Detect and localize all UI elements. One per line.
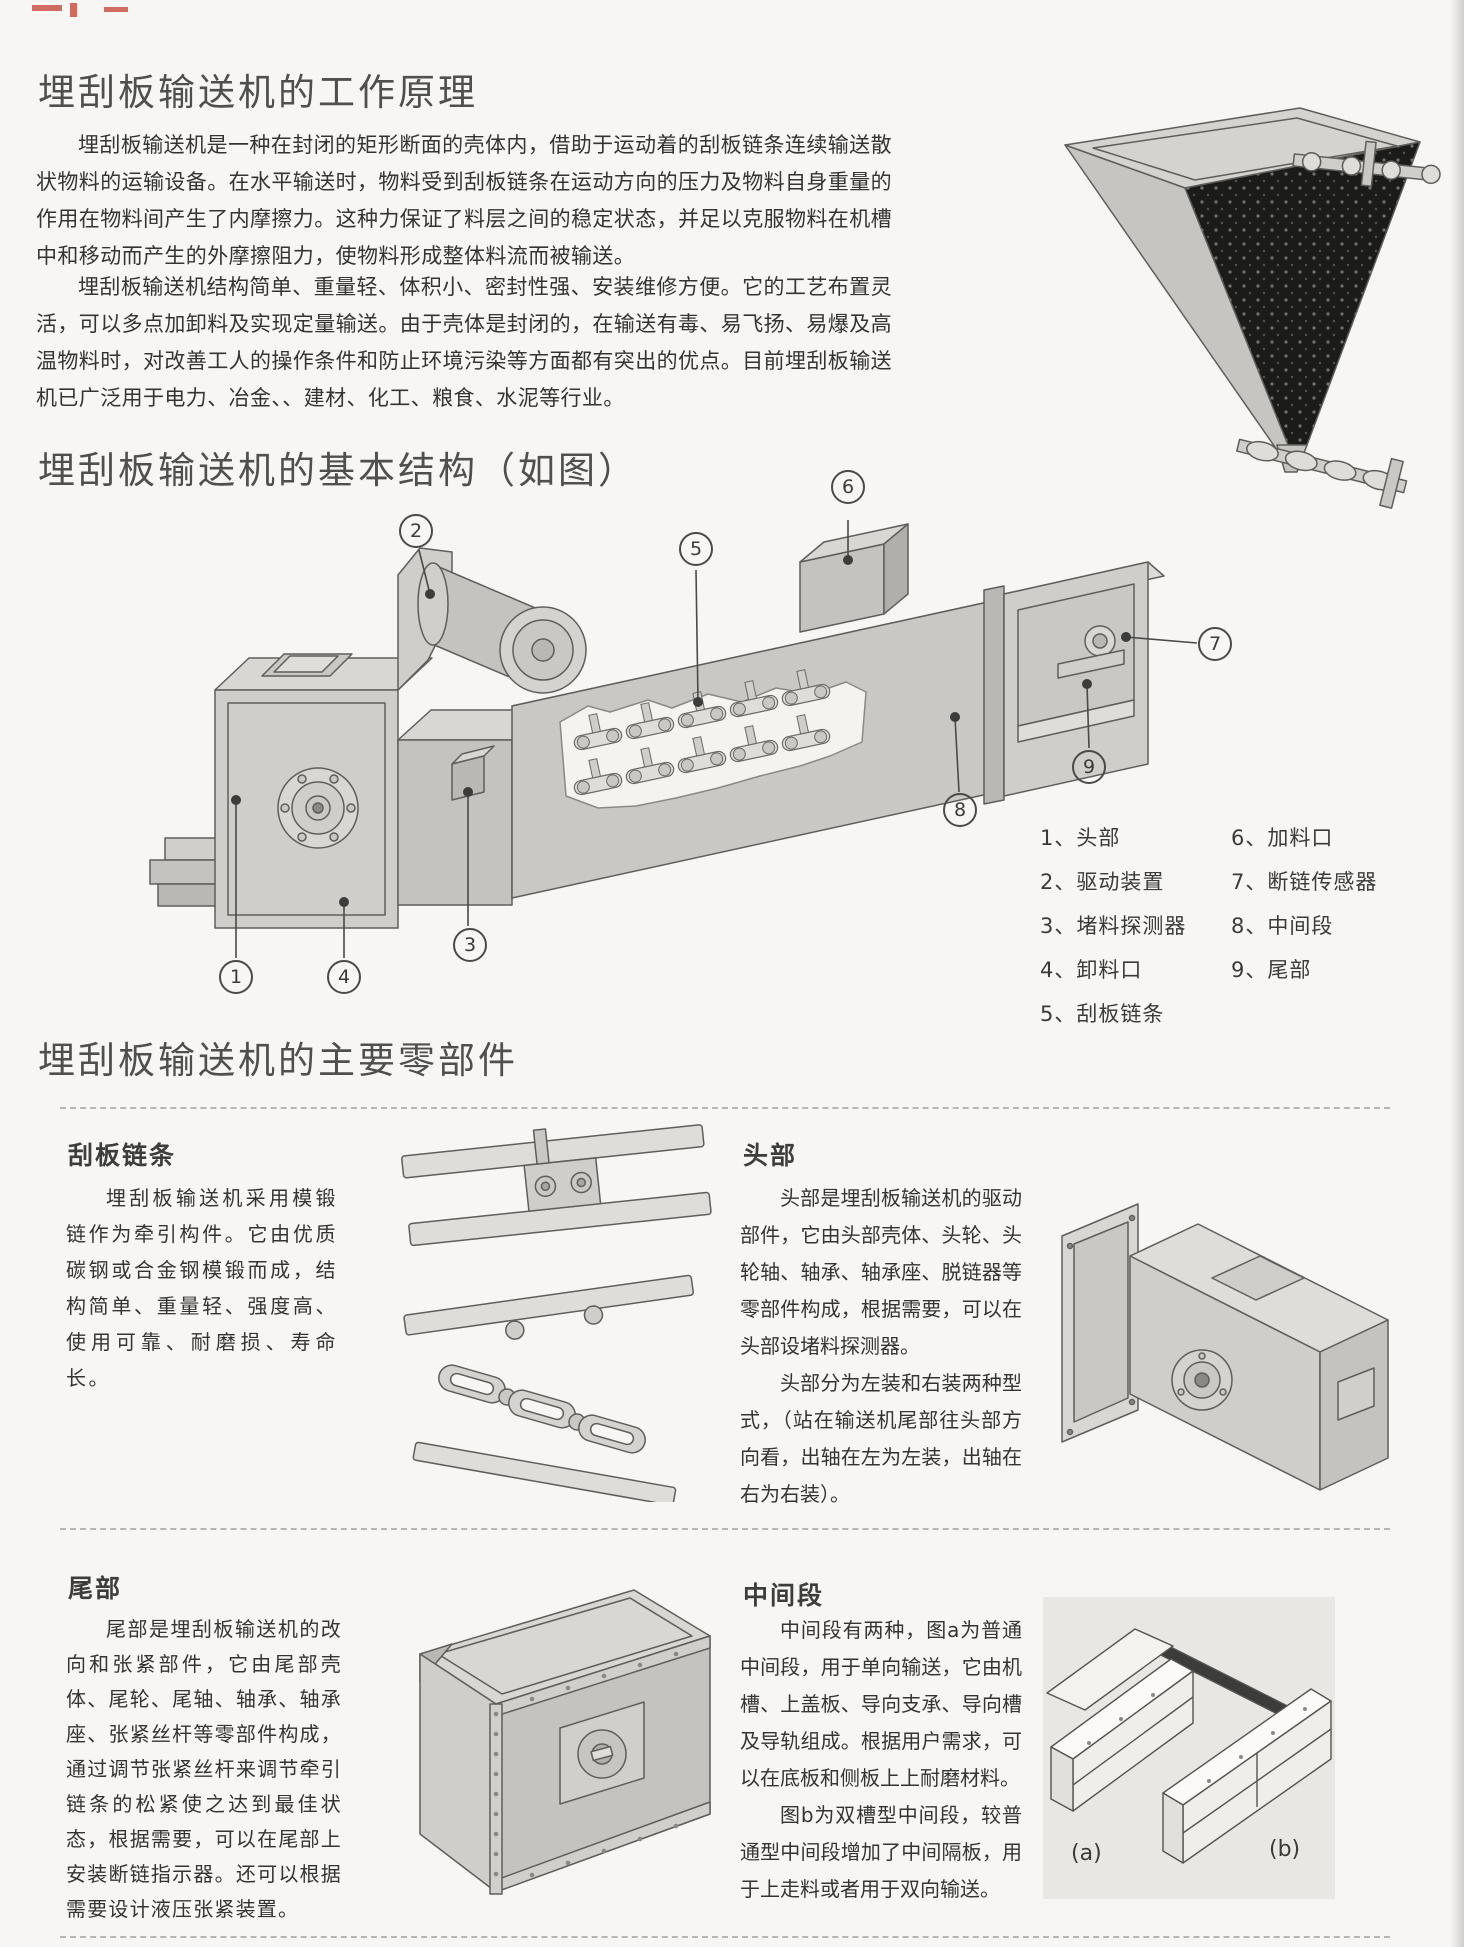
part-title-tail: 尾部 xyxy=(68,1574,123,1603)
paragraph-text: 中间段有两种，图a为普通中间段，用于单向输送，它由机槽、上盖板、导向支承、导向槽… xyxy=(740,1618,1022,1790)
callout-3: 3 xyxy=(453,928,487,962)
tail-section-illustration xyxy=(419,1589,711,1895)
paragraph-text: 图b为双槽型中间段，较普通型中间段增加了中间隔板，用于上走料或者用于双向输送。 xyxy=(740,1803,1022,1901)
heading-main-parts: 埋刮板输送机的主要零部件 xyxy=(38,1039,518,1082)
legend-item: 7、断链传感器 xyxy=(1231,870,1378,894)
figure-label-a: (a) xyxy=(1071,1841,1102,1866)
scraper-chain-illustration xyxy=(401,1124,712,1502)
legend-item: 6、加料口 xyxy=(1231,826,1334,850)
figure-label-b: (b) xyxy=(1269,1837,1301,1862)
legend-item: 2、驱动装置 xyxy=(1040,870,1165,894)
middle-section-figure-panel: (a) (b) xyxy=(1043,1597,1335,1899)
callout-5: 5 xyxy=(679,532,713,566)
paragraph-principle-1: 埋刮板输送机是一种在封闭的矩形断面的壳体内，借助于运动着的刮板链条连续输送散状物… xyxy=(36,127,892,275)
paragraph-text: 埋刮板输送机采用模锻链作为牵引构件。它由优质碳钢或合金钢模锻而成，结构简单、重量… xyxy=(66,1186,338,1390)
heading-basic-structure: 埋刮板输送机的基本结构（如图） xyxy=(38,449,638,492)
legend-item: 5、刮板链条 xyxy=(1040,1002,1165,1026)
part-body-tail: 尾部是埋刮板输送机的改向和张紧部件，它由尾部壳体、尾轮、尾轴、轴承、轴承座、张紧… xyxy=(66,1612,342,1927)
callout-7: 7 xyxy=(1198,627,1232,661)
callout-4: 4 xyxy=(327,960,361,994)
legend-item: 3、堵料探测器 xyxy=(1040,914,1187,938)
diagram-legend-column-2: 6、加料口 7、断链传感器 8、中间段 9、尾部 xyxy=(1231,822,1377,998)
red-registration-mark xyxy=(70,3,77,17)
part-body-middle-section: 中间段有两种，图a为普通中间段，用于单向输送，它由机槽、上盖板、导向支承、导向槽… xyxy=(740,1612,1022,1908)
callout-1: 1 xyxy=(219,960,253,994)
red-registration-mark xyxy=(104,7,128,12)
callout-2: 2 xyxy=(399,514,433,548)
part-title-middle-section: 中间段 xyxy=(743,1581,825,1610)
part-title-scraper-chain: 刮板链条 xyxy=(68,1141,177,1170)
legend-item: 4、卸料口 xyxy=(1040,958,1143,982)
head-section-illustration xyxy=(1061,1203,1389,1491)
dashed-divider xyxy=(60,1107,1390,1109)
heading-working-principle: 埋刮板输送机的工作原理 xyxy=(38,71,478,114)
paragraph-text: 头部分为左装和右装两种型式，（站在输送机尾部往头部方向看，出轴在左为左装，出轴在… xyxy=(740,1371,1022,1506)
paragraph-principle-2: 埋刮板输送机结构简单、重量轻、体积小、密封性强、安装维修方便。它的工艺布置灵活，… xyxy=(36,269,892,417)
legend-item: 9、尾部 xyxy=(1231,958,1312,982)
dashed-divider xyxy=(60,1936,1390,1938)
page-edge-shadow xyxy=(1450,0,1464,1947)
part-body-scraper-chain: 埋刮板输送机采用模锻链作为牵引构件。它由优质碳钢或合金钢模锻而成，结构简单、重量… xyxy=(66,1180,338,1396)
callout-6: 6 xyxy=(831,470,865,504)
diagram-legend-column-1: 1、头部 2、驱动装置 3、堵料探测器 4、卸料口 5、刮板链条 xyxy=(1040,822,1186,1042)
dashed-divider xyxy=(60,1528,1390,1530)
paragraph-text: 头部是埋刮板输送机的驱动部件，它由头部壳体、头轮、头轮轴、轴承、轴承座、脱链器等… xyxy=(740,1186,1022,1358)
paragraph-text: 埋刮板输送机结构简单、重量轻、体积小、密封性强、安装维修方便。它的工艺布置灵活，… xyxy=(36,275,892,410)
conveyor-structure-diagram xyxy=(149,520,1198,958)
legend-item: 8、中间段 xyxy=(1231,914,1334,938)
hopper-chain-illustration xyxy=(1064,107,1441,509)
legend-item: 1、头部 xyxy=(1040,826,1121,850)
paragraph-text: 尾部是埋刮板输送机的改向和张紧部件，它由尾部壳体、尾轮、尾轴、轴承、轴承座、张紧… xyxy=(66,1617,342,1921)
part-title-head: 头部 xyxy=(743,1141,798,1170)
red-registration-mark xyxy=(32,5,62,11)
part-body-head: 头部是埋刮板输送机的驱动部件，它由头部壳体、头轮、头轮轴、轴承、轴承座、脱链器等… xyxy=(740,1180,1022,1513)
paragraph-text: 埋刮板输送机是一种在封闭的矩形断面的壳体内，借助于运动着的刮板链条连续输送散状物… xyxy=(36,133,892,268)
callout-9: 9 xyxy=(1072,750,1106,784)
middle-section-illustration xyxy=(1046,1628,1332,1864)
callout-8: 8 xyxy=(943,793,977,827)
